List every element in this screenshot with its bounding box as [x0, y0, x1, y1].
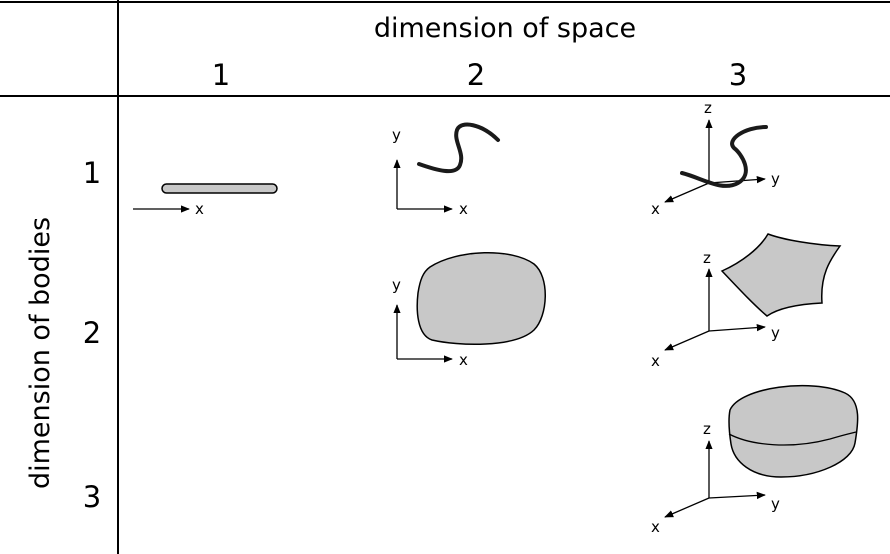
surface-in-3d-space: z y x	[651, 233, 842, 370]
z-axis-label: z	[703, 249, 711, 267]
body-dim-1: 1	[83, 156, 101, 190]
y-axis-label: y	[392, 276, 401, 294]
curve-in-2d-space: y x	[392, 122, 500, 218]
planar-region	[416, 251, 546, 345]
y-axis-label: y	[771, 170, 780, 188]
y-axis-label: y	[771, 495, 780, 513]
solid-equator	[728, 431, 857, 446]
space-dim-1: 1	[212, 58, 230, 92]
area-in-2d-space: y x	[392, 251, 546, 369]
x-axis-label: x	[651, 200, 660, 218]
x-axis-label: x	[651, 518, 660, 536]
x-axis-label: x	[195, 200, 204, 218]
y-axis-label: y	[771, 324, 780, 342]
space-dim-3: 3	[729, 58, 747, 92]
bodies-dimension-title: dimension of bodies	[25, 217, 56, 489]
x-axis-label: x	[459, 200, 468, 218]
body-dim-3: 3	[83, 480, 101, 514]
curved-surface	[720, 233, 842, 317]
body-dim-2: 2	[83, 316, 101, 350]
solid-body	[728, 384, 859, 478]
x-axis-label: x	[459, 351, 468, 369]
y-axis-arrow	[708, 491, 766, 500]
x-axis-arrow	[664, 497, 710, 518]
space-dimension-title: dimension of space	[374, 13, 636, 44]
rod-in-1d-space: x	[133, 183, 278, 218]
z-axis-label: z	[704, 99, 712, 117]
rod-body	[161, 183, 278, 194]
space-dim-2: 2	[467, 58, 485, 92]
solid-in-3d-space: z y x	[651, 384, 859, 536]
x-axis-arrow	[664, 330, 710, 351]
x-axis-label: x	[651, 352, 660, 370]
z-axis-label: z	[703, 420, 711, 438]
y-axis-label: y	[392, 126, 401, 144]
x-axis-arrow	[664, 182, 710, 203]
planar-curve	[417, 122, 500, 174]
space-curve	[680, 125, 768, 188]
curve-in-3d-space: z y x	[651, 99, 780, 218]
y-axis-arrow	[708, 323, 766, 332]
y-axis-arrow	[708, 175, 766, 184]
